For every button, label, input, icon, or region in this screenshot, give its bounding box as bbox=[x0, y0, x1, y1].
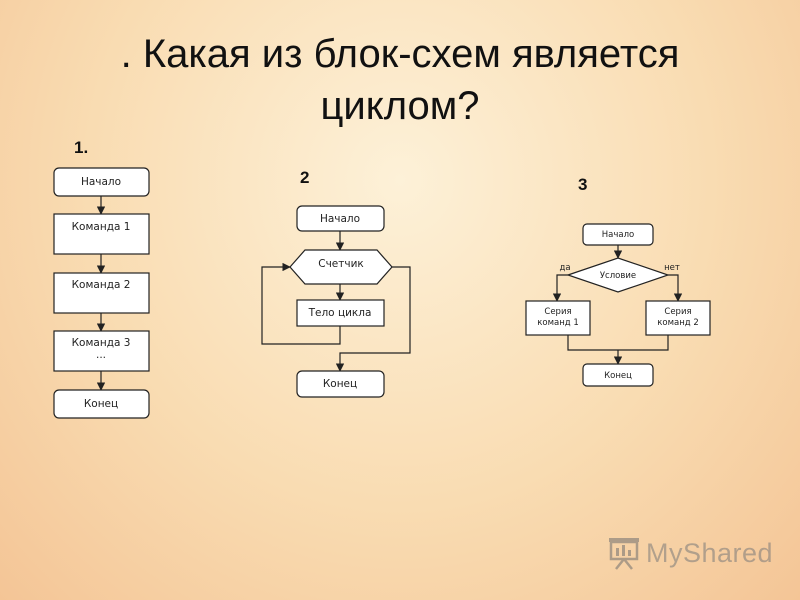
scheme-3-yes-label: да bbox=[559, 263, 570, 273]
presentation-icon bbox=[609, 538, 639, 570]
scheme-1: 1. Начало Команда 1 Команда 2 Команда 3 … bbox=[53, 138, 150, 419]
scheme-1-end-box bbox=[53, 389, 150, 419]
scheme-1-cmd3-box bbox=[53, 330, 150, 372]
scheme-3-start-label: Начало bbox=[602, 230, 634, 240]
scheme-2-start-label: Начало bbox=[320, 213, 360, 225]
scheme-1-cmd2-box bbox=[53, 272, 150, 314]
scheme-1-cmd1-box bbox=[53, 213, 150, 255]
scheme-1-cmd1-label: Команда 1 bbox=[72, 221, 131, 233]
scheme-3-right-line2: команд 2 bbox=[657, 318, 699, 328]
scheme-1-number: 1. bbox=[74, 138, 88, 157]
scheme-3-left-line1: Серия bbox=[544, 307, 571, 317]
scheme-3-condition-label: Условие bbox=[600, 271, 636, 281]
scheme-3-right-line1: Серия bbox=[664, 307, 691, 317]
scheme-3-number: 3 bbox=[578, 175, 587, 194]
scheme-3-left-line2: команд 1 bbox=[537, 318, 579, 328]
scheme-2-end-box bbox=[296, 370, 385, 398]
scheme-3-no-arrow bbox=[668, 274, 683, 302]
scheme-1-ellipsis: ... bbox=[96, 349, 106, 361]
scheme-2-counter-label: Счетчик bbox=[318, 258, 363, 270]
scheme-3-left-box bbox=[525, 300, 591, 336]
scheme-2: 2 Начало Счетчик Тело цикла Конец bbox=[261, 168, 411, 398]
watermark-text: MyShared bbox=[646, 537, 774, 568]
scheme-2-exit-arrow bbox=[335, 266, 411, 372]
scheme-2-number: 2 bbox=[300, 168, 309, 187]
scheme-2-body-label: Тело цикла bbox=[308, 307, 372, 319]
scheme-3-right-box bbox=[645, 300, 711, 336]
slide-title: . Какая из блок-схем является циклом? bbox=[120, 32, 680, 128]
watermark: MyShared bbox=[608, 536, 773, 570]
scheme-2-loop-back-arrow bbox=[261, 262, 341, 345]
scheme-1-cmd2-label: Команда 2 bbox=[72, 279, 131, 291]
scheme-3-end-box bbox=[582, 363, 654, 387]
scheme-3-yes-arrow bbox=[552, 274, 568, 302]
scheme-3-end-label: Конец bbox=[604, 371, 632, 381]
scheme-3: 3 Начало Условие да нет Серия команд 1 С… bbox=[525, 175, 711, 387]
scheme-1-end-label: Конец bbox=[84, 398, 118, 410]
scheme-3-no-label: нет bbox=[664, 263, 680, 273]
scheme-1-cmd3-label: Команда 3 bbox=[72, 337, 131, 349]
scheme-2-end-label: Конец bbox=[323, 378, 357, 390]
scheme-3-merge-line bbox=[567, 335, 669, 351]
scheme-1-start-label: Начало bbox=[81, 176, 121, 188]
